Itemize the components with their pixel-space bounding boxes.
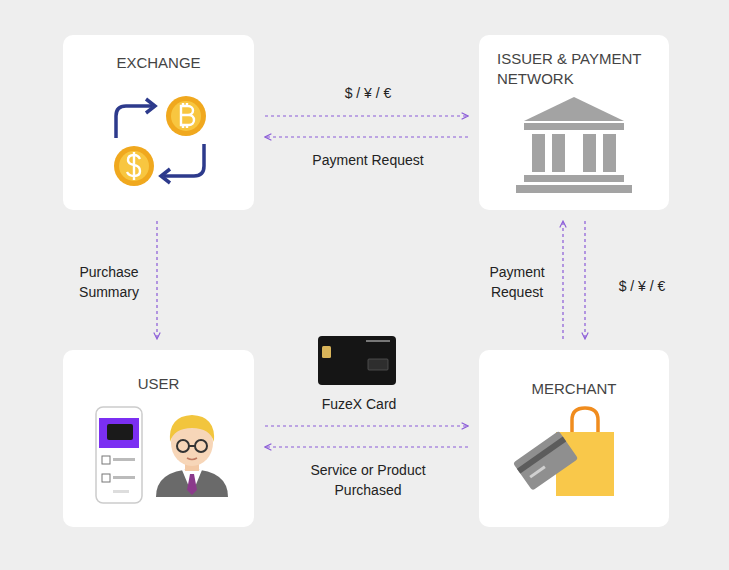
box-ground (479, 350, 669, 527)
flow-arrow (265, 136, 468, 137)
process-box: MERCHANT (479, 350, 669, 527)
box-title: EXCHANGE (73, 53, 244, 73)
box-ground (63, 35, 254, 210)
bank-icon (516, 97, 632, 193)
process-box: EXCHANGE (63, 35, 254, 210)
phone-icon (96, 407, 142, 503)
flow-label: Payment Request (286, 150, 450, 170)
flow-arrow (265, 446, 468, 447)
flow-arrow (156, 221, 157, 339)
process-box: USER (63, 350, 254, 527)
flow-label: Service or Product Purchased (302, 460, 434, 500)
box-ground (63, 350, 254, 527)
person-icon (156, 415, 228, 497)
flow-label: $ / ¥ / € (600, 276, 684, 296)
flow-arrow (584, 221, 585, 339)
shopping-icon (513, 408, 614, 496)
flow-arrow (265, 115, 468, 116)
box-title: USER (73, 374, 244, 394)
box-ground (479, 35, 669, 210)
flow-label: Payment Request (473, 262, 561, 302)
flow-label: $ / ¥ / € (311, 83, 425, 103)
flow-arrow (265, 425, 468, 426)
process-box: ISSUER & PAYMENT NETWORK (479, 35, 669, 210)
card-picture (318, 336, 396, 385)
box-title: ISSUER & PAYMENT NETWORK (497, 49, 647, 89)
flow-label: FuzeX Card (302, 394, 416, 414)
flow-arrow (562, 221, 563, 339)
flow-label: Purchase Summary (66, 262, 152, 302)
exchange-icon (114, 96, 206, 186)
box-title: MERCHANT (489, 379, 659, 399)
